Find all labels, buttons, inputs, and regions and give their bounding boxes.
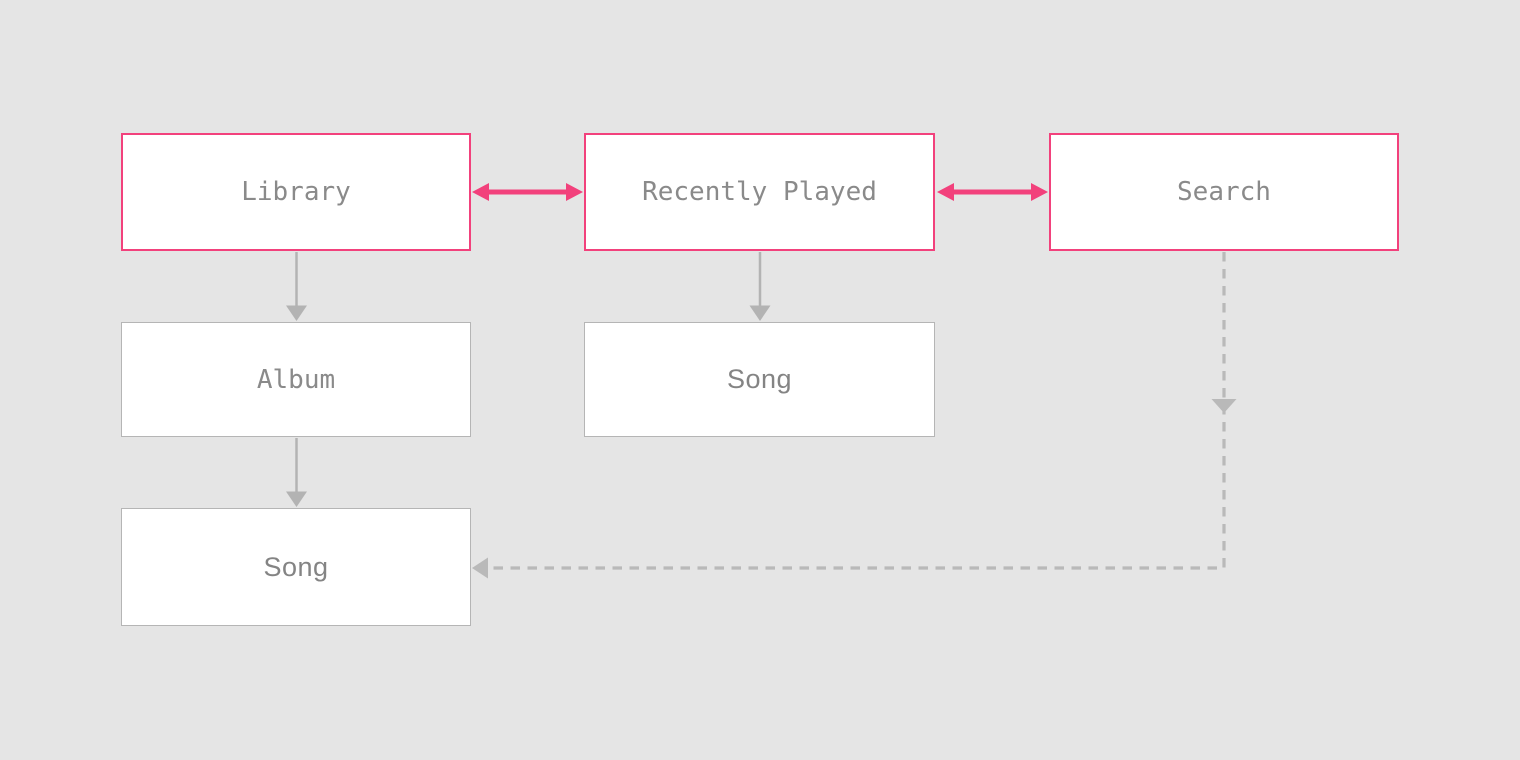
- arrowhead-left-icon: [937, 183, 954, 201]
- node-album-label: Album: [256, 364, 336, 395]
- node-library[interactable]: Library: [121, 133, 471, 251]
- arrowhead-down-icon: [286, 491, 307, 507]
- arrowhead-down-icon: [1211, 399, 1237, 413]
- edge-recently-played-song[interactable]: [749, 252, 771, 321]
- node-library-label: Library: [241, 177, 351, 207]
- edge-album-song[interactable]: [286, 438, 307, 507]
- arrowhead-down-icon: [749, 305, 771, 321]
- edge-library-recently-played[interactable]: [472, 183, 583, 201]
- node-recently-played[interactable]: Recently Played: [584, 133, 935, 251]
- edge-search-song-dashed[interactable]: [472, 252, 1237, 579]
- node-search-label: Search: [1177, 177, 1271, 207]
- edge-recently-played-search[interactable]: [937, 183, 1048, 201]
- arrowhead-right-icon: [566, 183, 583, 201]
- arrowhead-down-icon: [286, 305, 307, 321]
- node-recently-played-label: Recently Played: [642, 177, 877, 207]
- arrowhead-left-icon: [472, 557, 488, 579]
- node-song-rp-label: Song: [726, 364, 793, 394]
- arrowhead-right-icon: [1031, 183, 1048, 201]
- node-search[interactable]: Search: [1049, 133, 1399, 251]
- arrowhead-left-icon: [472, 183, 489, 201]
- node-song-from-recently-played[interactable]: Song: [584, 322, 935, 437]
- node-album[interactable]: Album: [121, 322, 471, 437]
- edge-library-album[interactable]: [286, 252, 307, 321]
- node-song-album-label: Song: [263, 551, 329, 582]
- node-song-from-album[interactable]: Song: [121, 508, 471, 626]
